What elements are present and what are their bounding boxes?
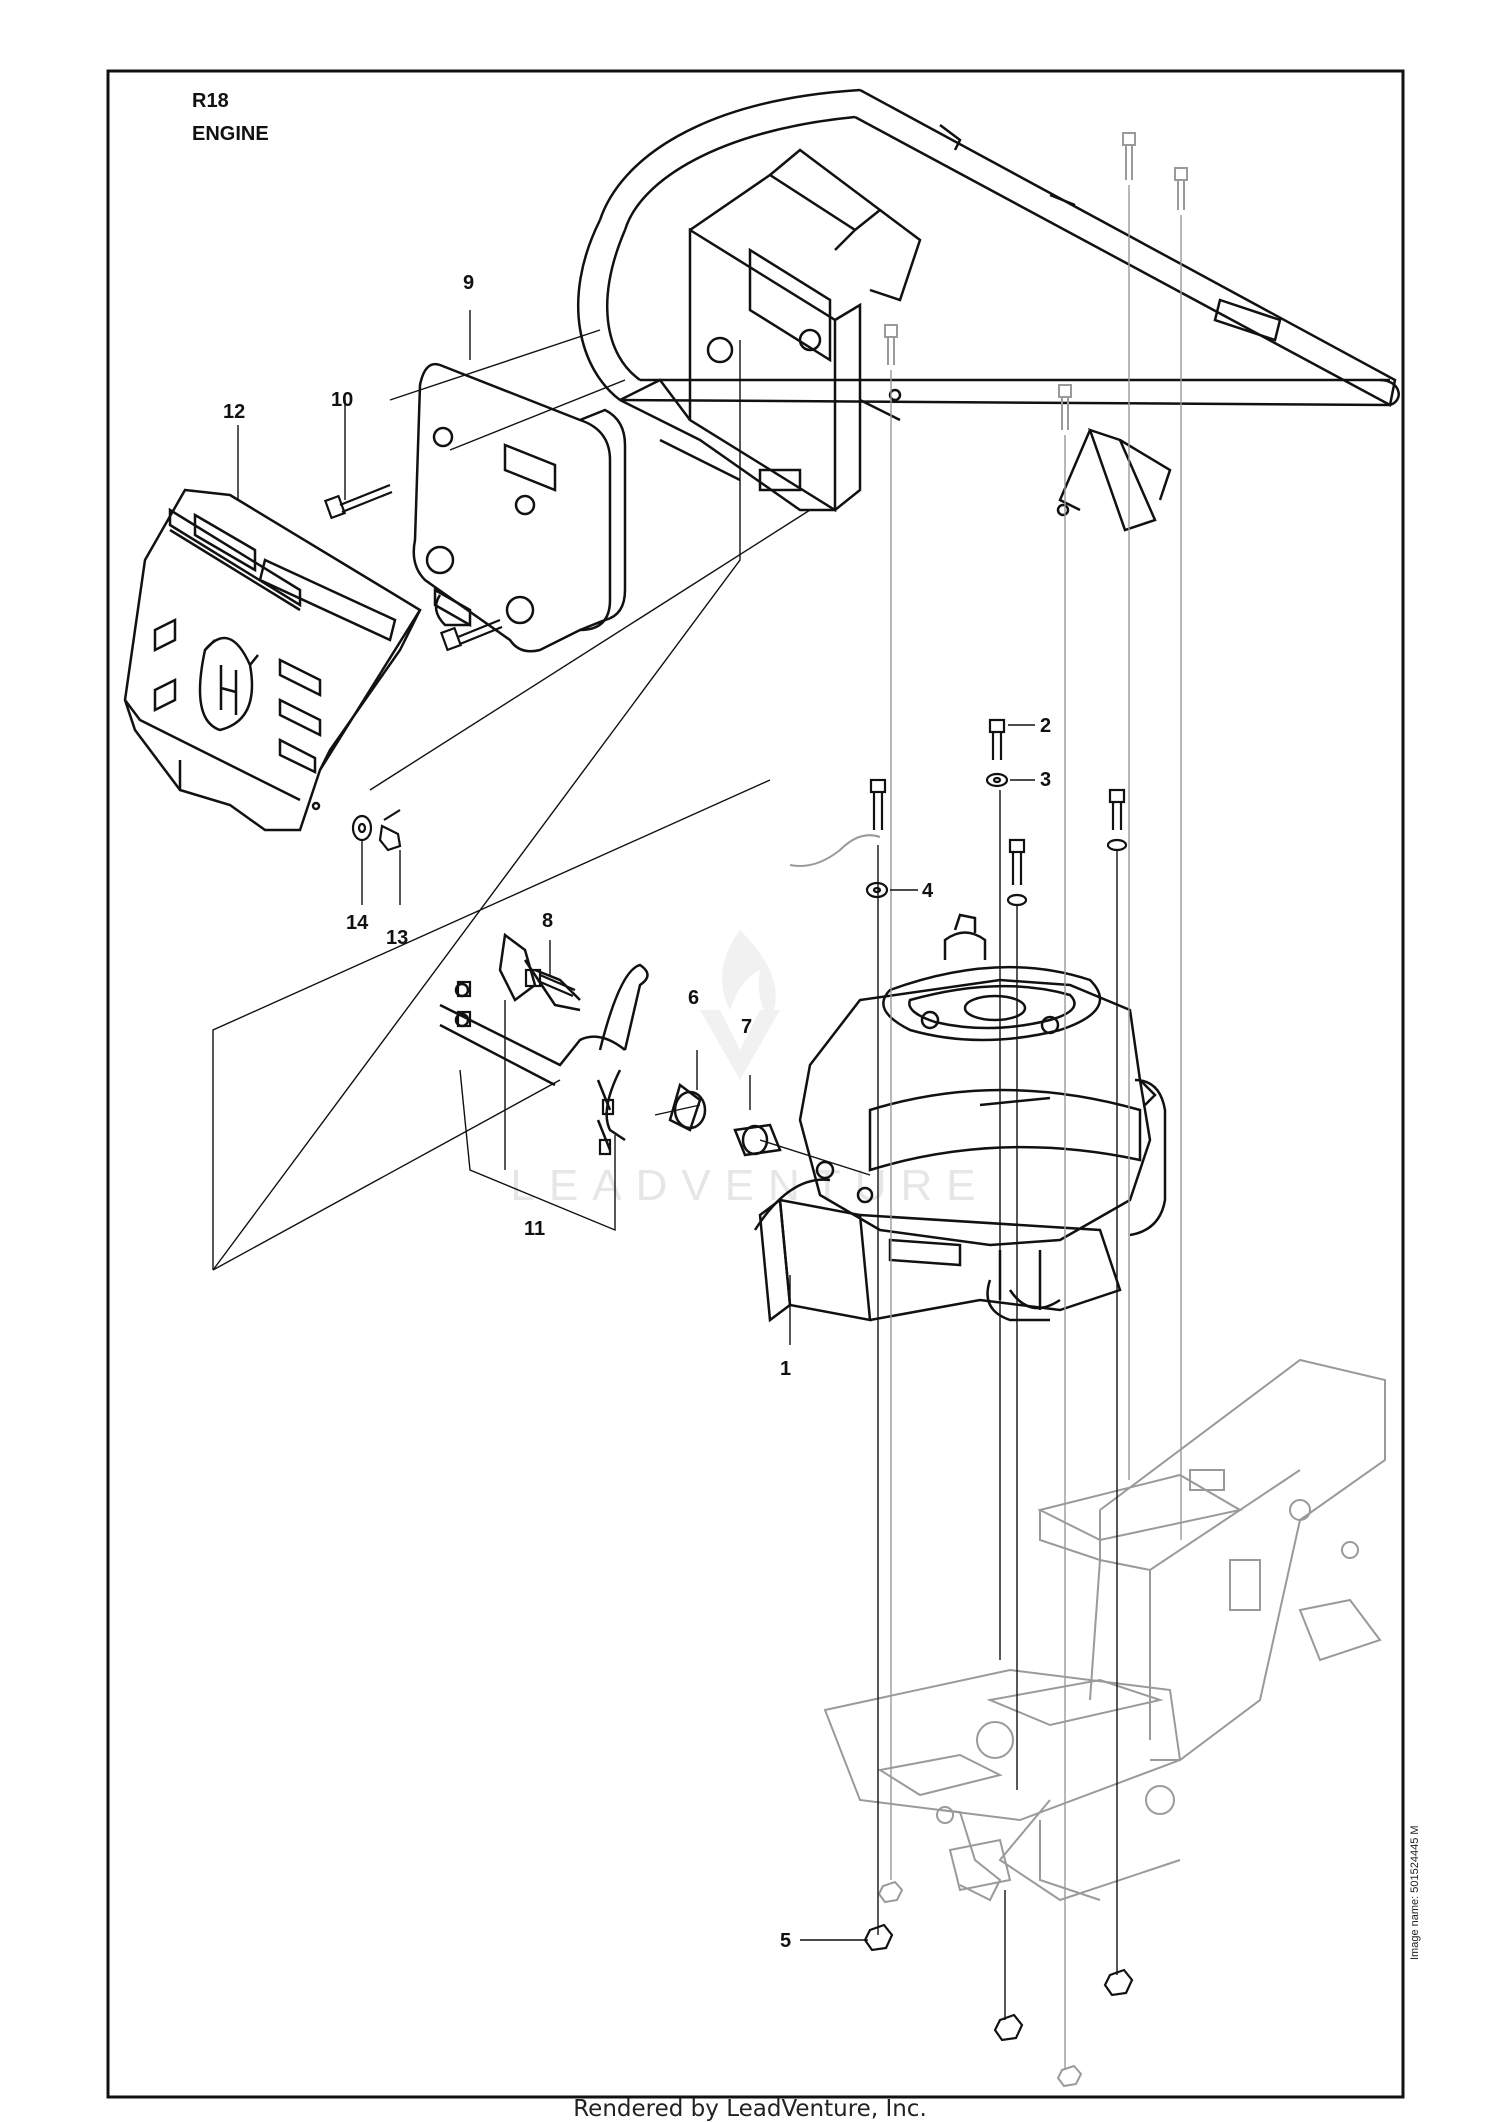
diagram-title: ENGINE	[192, 123, 269, 145]
callout-7: 7	[741, 1016, 753, 1038]
muffler	[412, 362, 627, 653]
assembly-lines	[212, 329, 1118, 2020]
footer-credit: Rendered by LeadVenture, Inc.	[573, 2096, 927, 2122]
governor-wire	[789, 834, 881, 867]
ghost-hardware	[877, 132, 1188, 2088]
callout-leaders	[237, 310, 1035, 1941]
diagram-frame	[106, 69, 1405, 2099]
chassis-frame	[823, 1358, 1386, 1902]
watermark-text: LEADVENTURE	[510, 1161, 989, 1210]
callout-6: 6	[688, 987, 700, 1009]
hardware	[323, 483, 1134, 2042]
callout-9: 9	[463, 272, 475, 294]
callout-13: 13	[386, 927, 409, 949]
callout-8: 8	[542, 910, 554, 932]
ghost-assembly-lines	[890, 185, 1182, 2070]
callout-11: 11	[524, 1218, 546, 1240]
callout-12: 12	[223, 401, 246, 423]
callout-2: 2	[1040, 715, 1052, 737]
diagram-code: R18	[192, 90, 229, 112]
callout-14: 14	[346, 912, 369, 934]
engine	[753, 913, 1167, 1323]
callout-3: 3	[1040, 769, 1052, 791]
callout-4: 4	[922, 880, 934, 902]
watermark-logo	[700, 930, 780, 1080]
image-name-note: Image name: 501524445 M	[1409, 1825, 1421, 1960]
callout-1: 1	[780, 1358, 792, 1380]
heat-shield-bracket	[619, 148, 922, 513]
exhaust-pipe	[439, 932, 782, 1157]
callout-10: 10	[331, 389, 354, 411]
muffler-cover	[123, 488, 422, 832]
callout-5: 5	[780, 1930, 792, 1952]
seat-frame	[576, 88, 1400, 532]
